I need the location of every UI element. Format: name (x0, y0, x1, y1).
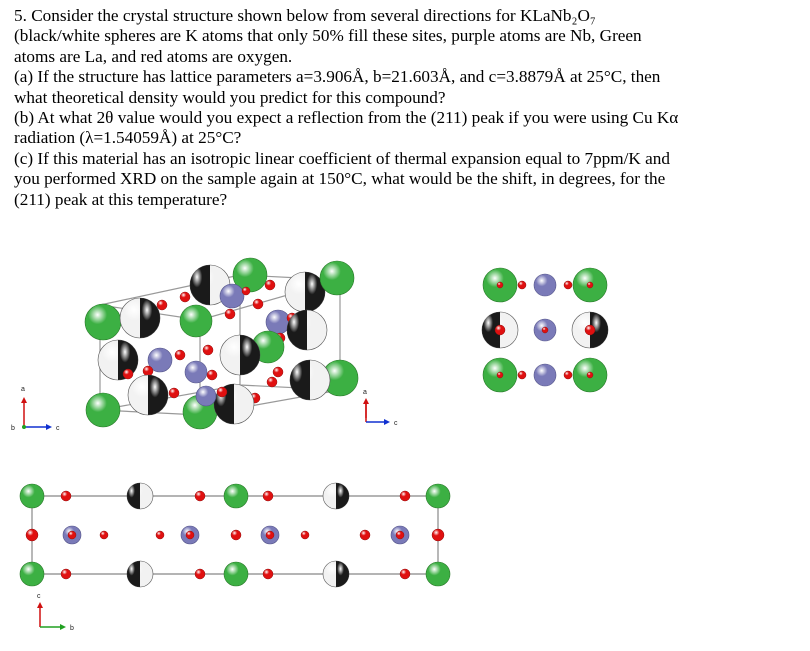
axis-label-c: c (37, 593, 41, 600)
o-atom (399, 490, 411, 502)
k-atom (322, 560, 350, 588)
nb-atom (184, 360, 208, 384)
k-atom (119, 297, 161, 339)
problem-line: atoms are La, and red atoms are oxygen. (14, 46, 293, 66)
o-atom (517, 370, 527, 380)
problem-line: (a) If the structure has lattice paramet… (14, 67, 661, 87)
la-atom (223, 561, 249, 587)
nb-atom (219, 283, 245, 309)
o-atom (185, 530, 195, 540)
o-atom (25, 528, 39, 542)
o-atom (494, 324, 506, 336)
k-atom (284, 271, 326, 313)
nb-atom (195, 385, 217, 407)
axis-indicator: c b (37, 593, 74, 632)
problem-line: (black/white spheres are K atoms that on… (14, 26, 642, 46)
k-atom (286, 309, 328, 351)
o-atom (496, 281, 504, 289)
problem-line: what theoretical density would you predi… (14, 87, 446, 107)
nb-atom (265, 309, 291, 335)
la-atom (85, 392, 121, 428)
nb-atom (147, 347, 173, 373)
k-atom (322, 482, 350, 510)
o-atom (60, 568, 72, 580)
o-atom (230, 529, 242, 541)
atoms-layer (84, 257, 359, 430)
o-atom (252, 298, 264, 310)
o-atom (194, 568, 206, 580)
o-atom (272, 366, 284, 378)
o-atom (241, 286, 251, 296)
o-atom (194, 490, 206, 502)
axis-label-b: b (70, 625, 74, 632)
la-atom (223, 483, 249, 509)
o-atom (431, 528, 445, 542)
o-atom (155, 530, 165, 540)
k-atom (127, 374, 169, 416)
o-atom (174, 349, 186, 361)
la-atom (84, 303, 122, 341)
o-atom (122, 368, 134, 380)
o-atom (399, 568, 411, 580)
o-atom (168, 387, 180, 399)
o-atom (265, 530, 275, 540)
axis-label-c: c (56, 425, 60, 432)
o-atom (517, 280, 527, 290)
problem-line: (c) If this material has an isotropic li… (14, 148, 670, 168)
o-atom (67, 530, 77, 540)
o-atom (359, 529, 371, 541)
problem-line: radiation (λ=1.54059Å) at 25°C? (14, 128, 242, 148)
la-atom (425, 561, 451, 587)
axis-label-c: c (394, 420, 398, 427)
o-atom (156, 299, 168, 311)
o-atom (584, 324, 596, 336)
problem-line: you performed XRD on the sample again at… (14, 169, 666, 189)
axis-indicator-view2: a c (363, 389, 398, 427)
o-atom (224, 308, 236, 320)
o-atom (60, 490, 72, 502)
atoms-layer (19, 482, 451, 588)
la-atom (19, 483, 45, 509)
la-atom (179, 304, 213, 338)
k-atom (219, 334, 261, 376)
crystal-view-perspective: a c b (11, 257, 359, 432)
axis-label-a: a (363, 389, 367, 396)
o-atom (216, 386, 228, 398)
o-atom (179, 291, 191, 303)
o-atom (563, 370, 573, 380)
o-atom (262, 490, 274, 502)
o-atom (206, 369, 218, 381)
o-atom (99, 530, 109, 540)
o-atom (395, 530, 405, 540)
o-atom (266, 376, 278, 388)
k-atom (126, 560, 154, 588)
o-atom (586, 371, 594, 379)
problem-line: 5. Consider the crystal structure shown … (14, 6, 596, 25)
nb-atom (533, 363, 557, 387)
crystal-view-projection-small (365, 267, 609, 418)
problem-line: (b) At what 2θ value would you expect a … (14, 108, 679, 128)
problem-line: (211) peak at this temperature? (14, 189, 228, 209)
o-atom (541, 326, 549, 334)
axis-indicator: a c b (11, 386, 60, 432)
k-atom (289, 359, 331, 401)
axis-label-b: b (11, 425, 15, 432)
atoms-layer (481, 267, 609, 393)
o-atom (142, 365, 154, 377)
nb-atom (533, 273, 557, 297)
o-atom (563, 280, 573, 290)
k-atom (126, 482, 154, 510)
crystal-view-projection-long: c b (19, 482, 451, 632)
o-atom (586, 281, 594, 289)
la-atom (19, 561, 45, 587)
o-atom (300, 530, 310, 540)
o-atom (262, 568, 274, 580)
o-atom (202, 344, 214, 356)
o-atom (264, 279, 276, 291)
o-atom (496, 371, 504, 379)
la-atom (425, 483, 451, 509)
problem-text: 5. Consider the crystal structure shown … (14, 6, 799, 210)
la-atom (319, 260, 355, 296)
axis-label-a: a (21, 386, 25, 393)
